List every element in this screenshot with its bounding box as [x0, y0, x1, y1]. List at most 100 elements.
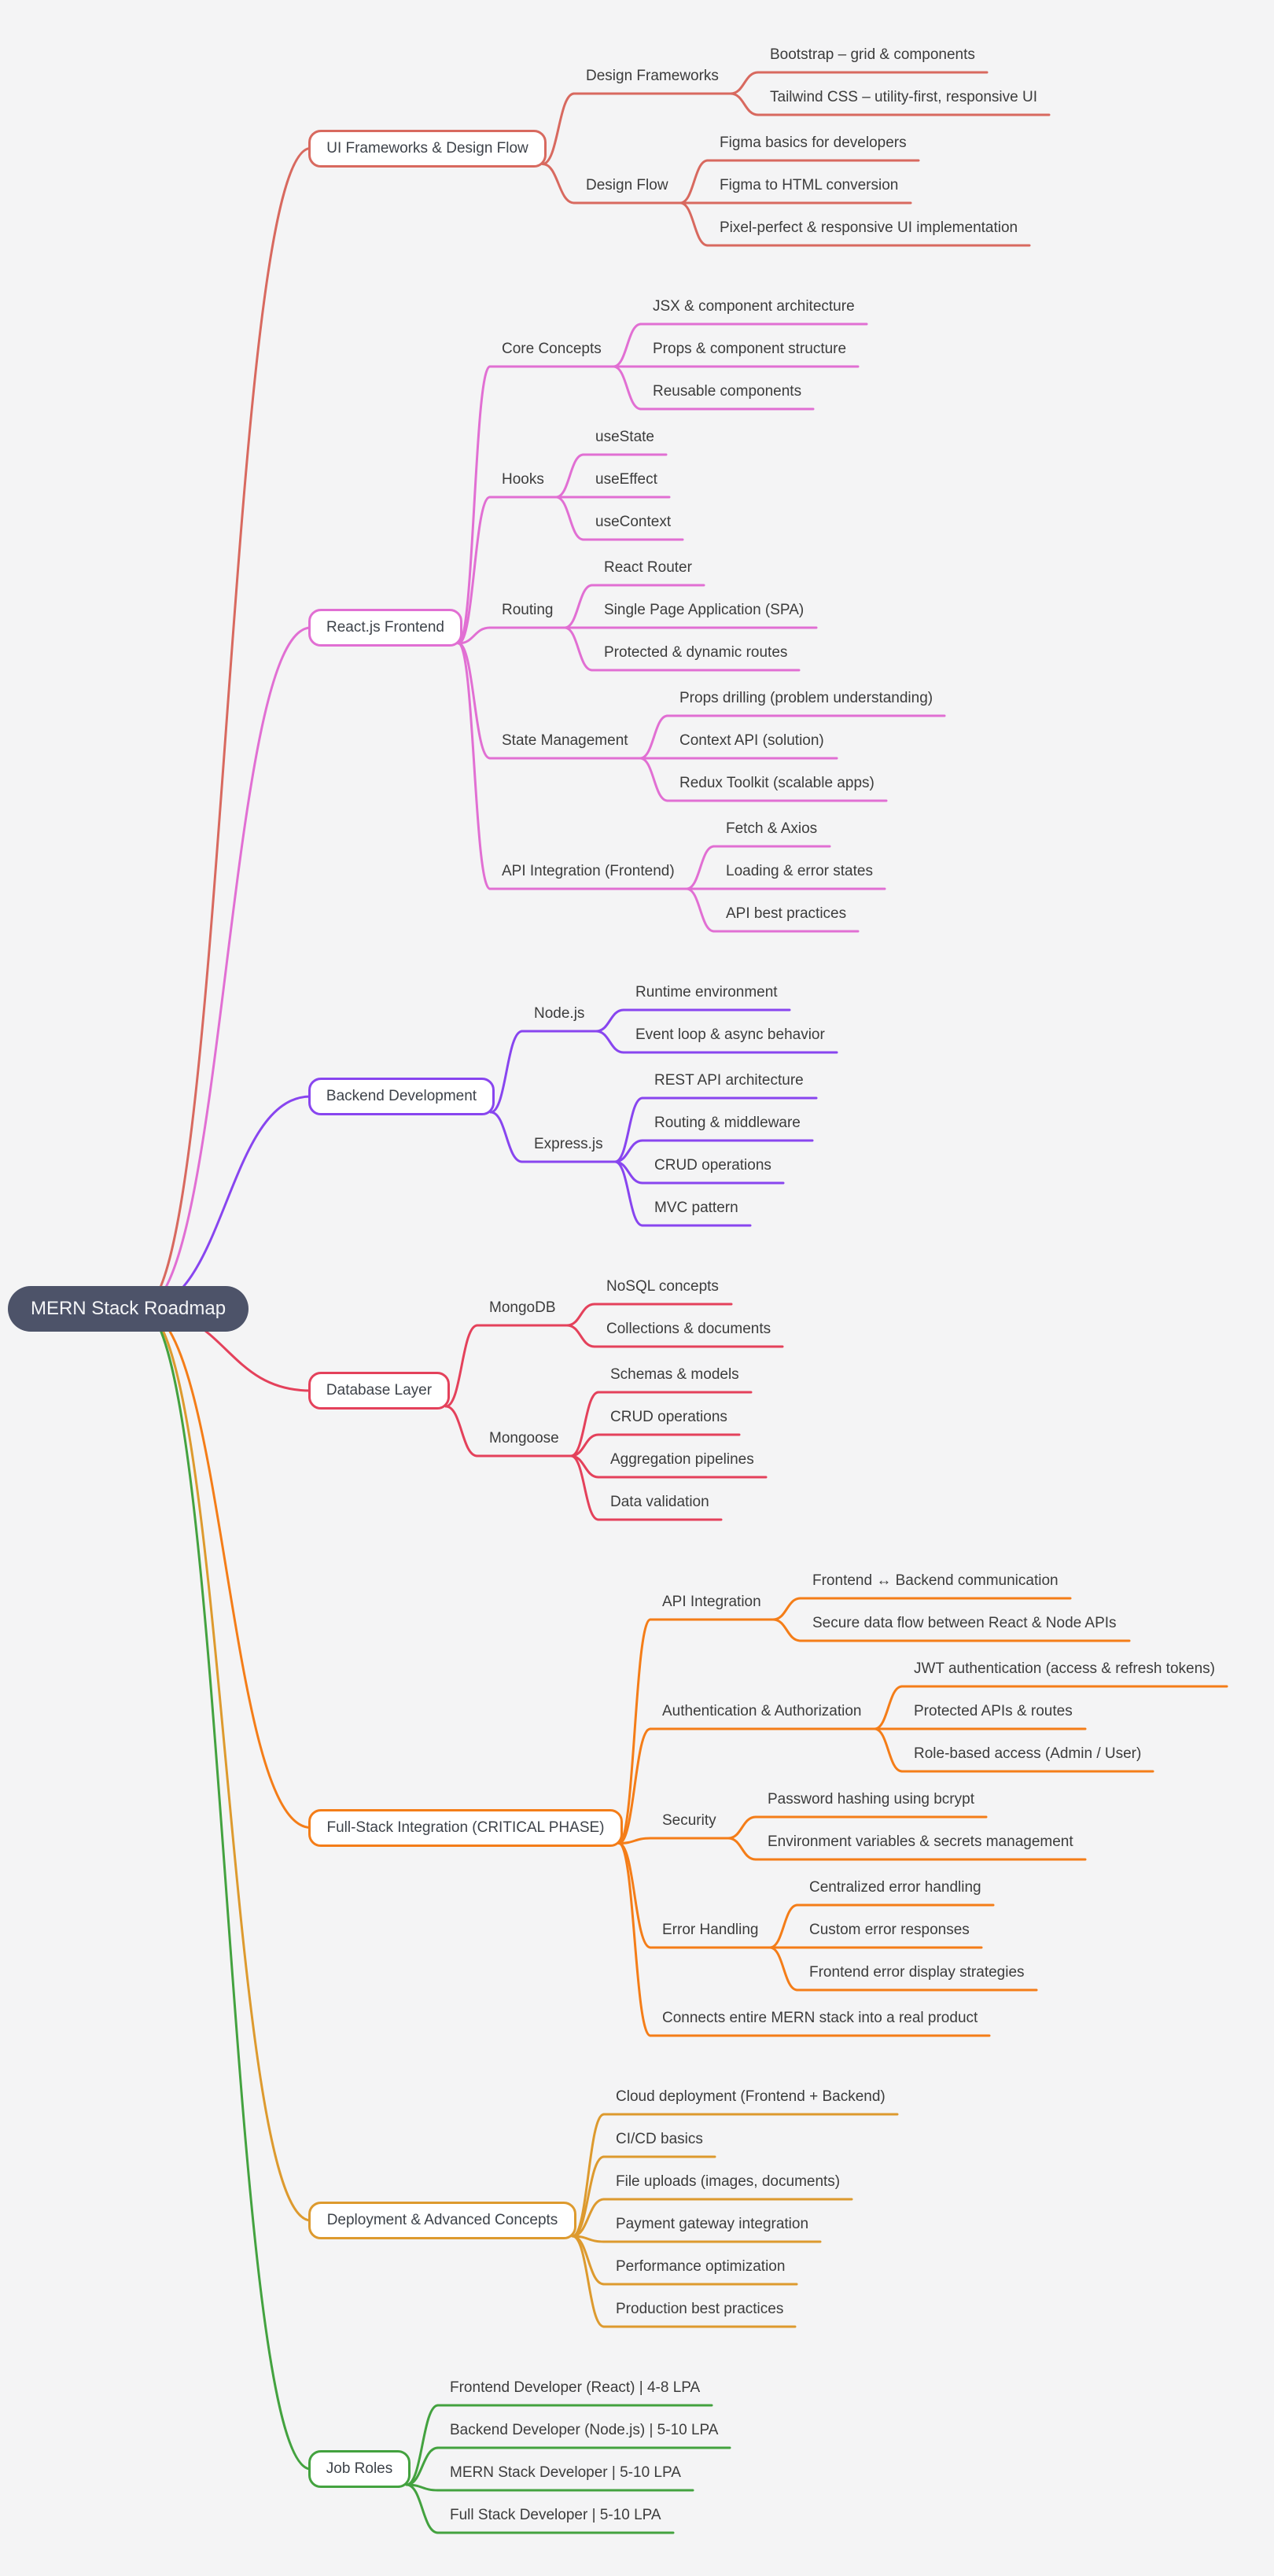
leaf-label[interactable]: Secure data flow between React & Node AP… [812, 1615, 1117, 1631]
link-curve [457, 365, 492, 645]
link-curve [873, 1685, 904, 1730]
leaf-label[interactable]: Figma to HTML conversion [720, 177, 899, 193]
link-curve [140, 1307, 312, 1829]
link-curve [563, 584, 594, 629]
leaf-label[interactable]: Performance optimization [616, 2258, 786, 2275]
link-curve [457, 626, 492, 645]
link-curve [639, 757, 669, 802]
link-curve [571, 2198, 606, 2238]
leaf-label[interactable]: Frontend ↔ Backend communication [812, 1572, 1059, 1589]
link-curve [565, 1324, 596, 1348]
leaf-label[interactable]: Props drilling (problem understanding) [679, 690, 933, 706]
topic-label[interactable]: Authentication & Authorization [662, 1703, 862, 1719]
leaf-label[interactable]: Cloud deployment (Frontend + Backend) [616, 2088, 886, 2105]
leaf-label[interactable]: Redux Toolkit (scalable apps) [679, 775, 874, 791]
link-curve [563, 626, 594, 672]
leaf-label[interactable]: Single Page Application (SPA) [604, 602, 805, 618]
topic-label[interactable]: Error Handling [662, 1922, 759, 1938]
leaf-label[interactable]: Bootstrap – grid & components [770, 46, 975, 63]
topic-label[interactable]: Security [662, 1812, 716, 1829]
topic-label[interactable]: API Integration [662, 1594, 761, 1610]
link-curve [140, 1307, 312, 2471]
leaf-label[interactable]: Pixel-perfect & responsive UI implementa… [720, 219, 1018, 236]
topic-label[interactable]: Mongoose [489, 1430, 559, 1446]
link-curve [405, 2446, 440, 2486]
leaf-label[interactable]: Tailwind CSS – utility-first, responsive… [770, 89, 1037, 105]
leaf-label[interactable]: Custom error responses [809, 1922, 970, 1938]
link-curve [489, 1030, 524, 1114]
leaf-label[interactable]: Protected & dynamic routes [604, 644, 788, 661]
leaf-label[interactable]: Environment variables & secrets manageme… [768, 1833, 1073, 1850]
topic-label[interactable]: API Integration (Frontend) [502, 863, 675, 879]
link-curve [612, 322, 643, 368]
branch-node[interactable]: Full-Stack Integration (CRITICAL PHASE) [308, 1808, 623, 1847]
link-curve [489, 1111, 524, 1163]
leaf-label[interactable]: Data validation [610, 1494, 709, 1510]
branch-node[interactable]: Database Layer [308, 1372, 450, 1410]
leaf-label[interactable]: Protected APIs & routes [914, 1703, 1073, 1719]
leaf-label[interactable]: NoSQL concepts [606, 1278, 719, 1295]
leaf-label[interactable]: File uploads (images, documents) [616, 2173, 841, 2190]
branch-node[interactable]: Deployment & Advanced Concepts [308, 2202, 576, 2239]
root-node[interactable]: MERN Stack Roadmap [8, 1285, 249, 1332]
topic-label[interactable]: State Management [502, 732, 628, 749]
leaf-label[interactable]: Aggregation pipelines [610, 1451, 754, 1468]
topic-label[interactable]: Core Concepts [502, 341, 602, 357]
branch-node[interactable]: UI Frameworks & Design Flow [308, 129, 547, 168]
link-curve [140, 1307, 312, 2222]
leaf-label[interactable]: Full Stack Developer | 5-10 LPA [450, 2507, 661, 2523]
leaf-label[interactable]: Centralized error handling [809, 1879, 981, 1896]
leaf-label[interactable]: useEffect [595, 471, 657, 488]
leaf-label[interactable]: Frontend error display strategies [809, 1964, 1025, 1981]
leaf-label[interactable]: useState [595, 429, 654, 445]
leaf-label[interactable]: MERN Stack Developer | 5-10 LPA [450, 2464, 681, 2481]
leaf-label[interactable]: JSX & component architecture [653, 298, 855, 315]
leaf-label[interactable]: Collections & documents [606, 1321, 771, 1337]
link-curve [679, 201, 709, 247]
leaf-label[interactable]: JWT authentication (access & refresh tok… [914, 1660, 1215, 1677]
leaf-label[interactable]: useContext [595, 514, 672, 530]
link-curve [617, 1727, 652, 1844]
topic-label[interactable]: Express.js [534, 1136, 603, 1152]
branch-node[interactable]: React.js Frontend [308, 609, 462, 647]
leaf-label[interactable]: Password hashing using bcrypt [768, 1791, 974, 1808]
branch-node[interactable]: Job Roles [308, 2450, 411, 2488]
link-curve [639, 714, 669, 760]
leaf-label[interactable]: CI/CD basics [616, 2131, 703, 2147]
leaf-label[interactable]: Event loop & async behavior [635, 1026, 825, 1043]
leaf-label[interactable]: Fetch & Axios [726, 820, 818, 837]
branch-node[interactable]: Backend Development [308, 1078, 495, 1115]
leaf-label[interactable]: CRUD operations [610, 1409, 727, 1425]
leaf-label[interactable]: MVC pattern [654, 1200, 738, 1216]
leaf-label[interactable]: Production best practices [616, 2301, 784, 2317]
leaf-label[interactable]: Connects entire MERN stack into a real p… [662, 2010, 978, 2026]
topic-label[interactable]: Design Frameworks [586, 68, 719, 84]
topic-label[interactable]: Hooks [502, 471, 544, 488]
leaf-label[interactable]: React Router [604, 559, 692, 576]
leaf-label[interactable]: Loading & error states [726, 863, 873, 879]
leaf-label[interactable]: API best practices [726, 905, 847, 922]
leaf-label[interactable]: Frontend Developer (React) | 4-8 LPA [450, 2379, 701, 2396]
link-curve [729, 92, 760, 116]
topic-label[interactable]: Node.js [534, 1005, 585, 1022]
leaf-label[interactable]: Routing & middleware [654, 1115, 801, 1131]
leaf-label[interactable]: Backend Developer (Node.js) | 5-10 LPA [450, 2422, 719, 2438]
topic-label[interactable]: Design Flow [586, 177, 668, 193]
leaf-label[interactable]: REST API architecture [654, 1072, 804, 1089]
link-curve [613, 1096, 644, 1163]
leaf-label[interactable]: CRUD operations [654, 1157, 771, 1174]
link-curve [554, 496, 585, 541]
leaf-label[interactable]: Payment gateway integration [616, 2216, 809, 2232]
link-curve [569, 1391, 600, 1458]
leaf-label[interactable]: Runtime environment [635, 984, 778, 1001]
leaf-label[interactable]: Role-based access (Admin / User) [914, 1745, 1142, 1762]
leaf-label[interactable]: Figma basics for developers [720, 135, 907, 151]
leaf-label[interactable]: Schemas & models [610, 1366, 739, 1383]
leaf-label[interactable]: Context API (solution) [679, 732, 824, 749]
leaf-label[interactable]: Props & component structure [653, 341, 847, 357]
link-curve [595, 1030, 625, 1054]
topic-label[interactable]: Routing [502, 602, 554, 618]
link-curve [768, 1903, 799, 1949]
topic-label[interactable]: MongoDB [489, 1299, 556, 1316]
leaf-label[interactable]: Reusable components [653, 383, 802, 400]
